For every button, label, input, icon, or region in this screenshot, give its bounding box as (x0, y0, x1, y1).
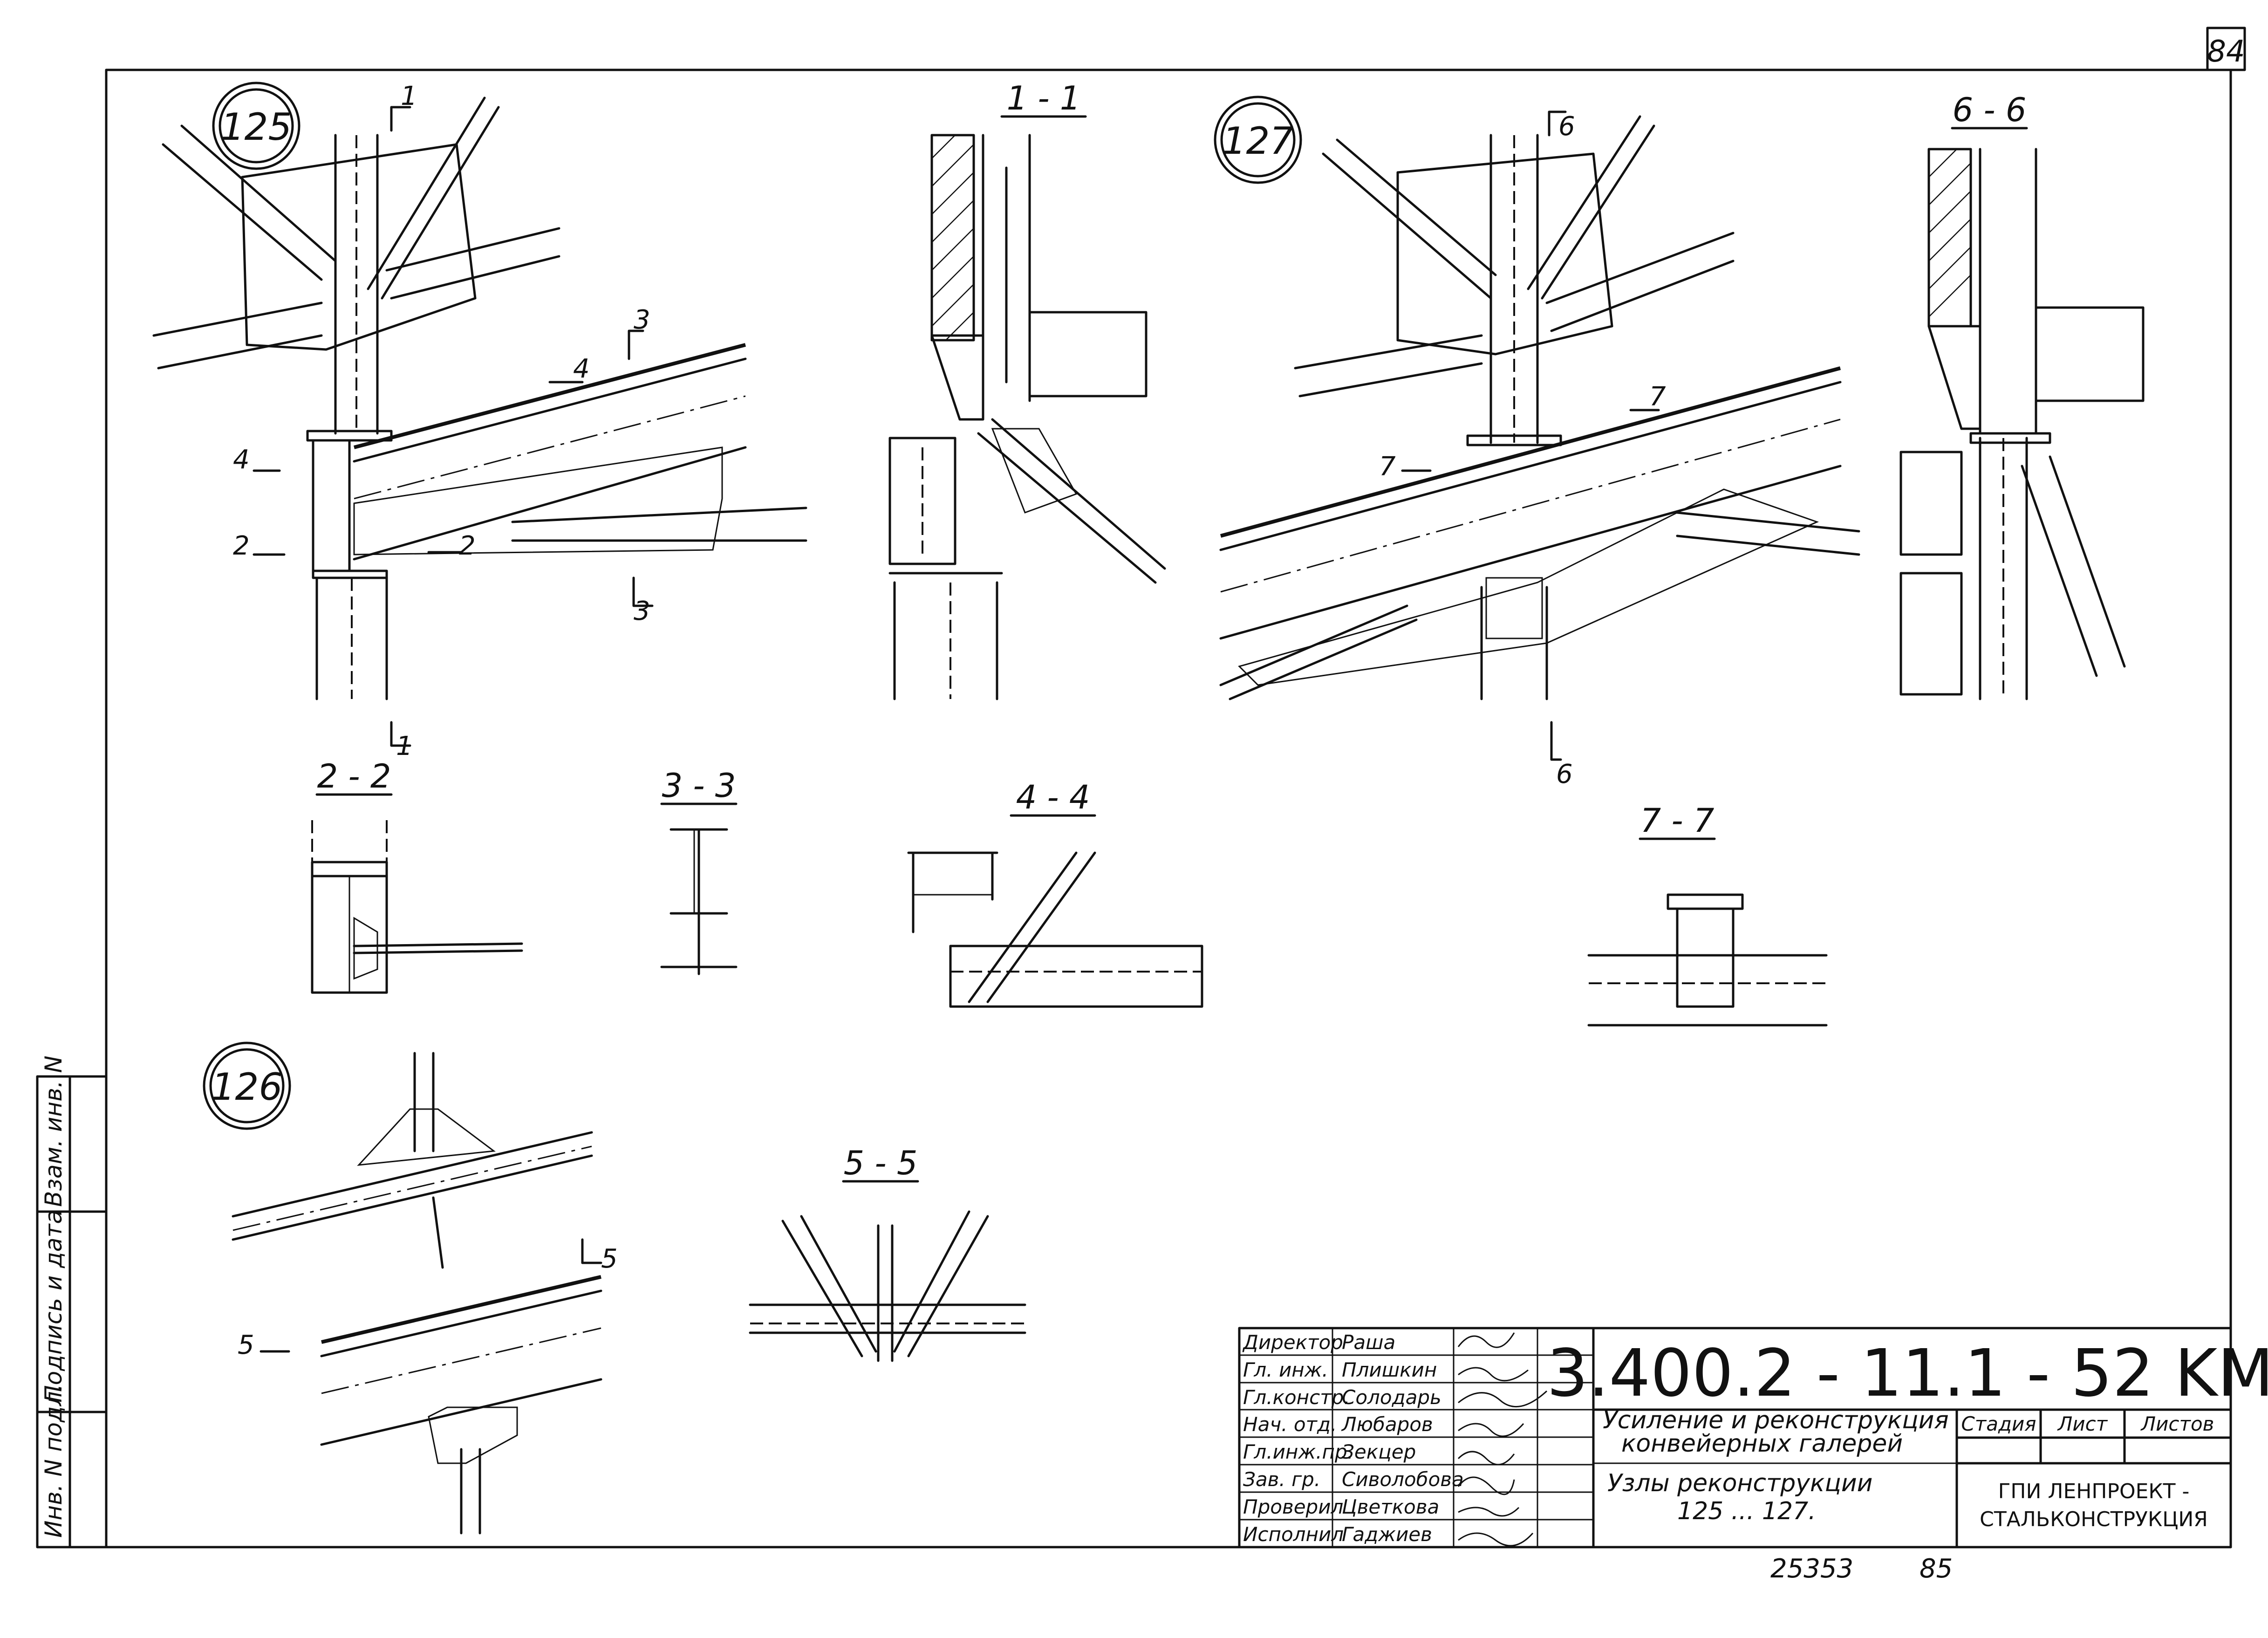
cut-mark-4b: 4 (573, 354, 590, 384)
section-2-2-drawing: 2 - 2 (311, 757, 523, 994)
cut-mark-4a: 4 (233, 445, 250, 475)
cut-mark-5a: 5 (601, 1244, 618, 1274)
cut-mark-2a: 2 (233, 531, 250, 561)
cut-mark-6a: 6 (1558, 111, 1575, 142)
name-1: Раша (1342, 1331, 1395, 1354)
org-line-1: ГПИ ЛЕНПРОЕКТ - (1998, 1480, 2190, 1503)
title-block-roles: Директор Раша Гл. инж. Плишкин Гл.констр… (1242, 1331, 1464, 1546)
section-7-7-title: 7 - 7 (1640, 802, 1715, 840)
node-125-label: 125 (221, 105, 292, 149)
section-3-3-drawing: 3 - 3 (660, 767, 738, 975)
cut-mark-1a: 1 (401, 81, 417, 111)
cut-mark-7a: 7 (1379, 452, 1396, 482)
title-2-line-2: 125 ... 127. (1677, 1497, 1816, 1525)
role-8: Исполнил (1243, 1523, 1344, 1546)
node-126-label: 126 (212, 1065, 283, 1109)
col-stage: Стадия (1961, 1412, 2036, 1435)
stamp-inv-podl: Инв. N подл. (40, 1384, 67, 1538)
role-1: Директор (1242, 1331, 1343, 1354)
signatures (1457, 1332, 1548, 1547)
name-7: Цветкова (1342, 1495, 1439, 1518)
name-4: Любаров (1341, 1413, 1433, 1436)
section-1-1-title: 1 - 1 (1007, 79, 1081, 117)
role-7: Проверил (1243, 1495, 1343, 1518)
node-125-drawing: 125 (152, 81, 807, 761)
role-3: Гл.констр. (1243, 1386, 1350, 1409)
col-sheet: Лист (2057, 1412, 2108, 1435)
section-3-3-title: 3 - 3 (662, 767, 736, 805)
section-6-6-title: 6 - 6 (1953, 91, 2027, 129)
cut-mark-3b: 3 (634, 596, 650, 626)
footer-format: 85 (1920, 1554, 1953, 1584)
title-1-line-1: Усиление и реконструкция (1603, 1406, 1949, 1434)
node-127-label: 127 (1223, 119, 1294, 163)
org-line-2: СТАЛЬКОНСТРУКЦИЯ (1980, 1508, 2208, 1531)
title-block (1238, 1327, 2232, 1549)
sheet-number: 84 (2207, 34, 2245, 69)
margin-stamp: Инв. N подл. Подпись и дата Взам. инв. N (36, 1055, 108, 1549)
footer-inv-number: 25353 (1770, 1554, 1853, 1584)
section-5-5-drawing: 5 - 5 (749, 1144, 1026, 1362)
cut-mark-3a: 3 (634, 305, 650, 335)
section-4-4-title: 4 - 4 (1016, 778, 1090, 816)
col-sheets: Листов (2140, 1412, 2214, 1435)
role-5: Гл.инж.пр. (1243, 1440, 1353, 1463)
section-4-4-drawing: 4 - 4 (907, 778, 1203, 1008)
name-2: Плишкин (1342, 1358, 1437, 1381)
node-126-drawing: 126 5 5 (203, 1042, 618, 1535)
role-6: Зав. гр. (1243, 1468, 1320, 1491)
sheet-frame (105, 69, 2232, 1549)
cut-mark-1b: 1 (396, 731, 413, 761)
stamp-podpis: Подпись и дата (40, 1210, 67, 1403)
section-7-7-drawing: 7 - 7 (1587, 802, 1828, 1027)
cut-mark-2b: 2 (459, 531, 476, 561)
section-5-5-title: 5 - 5 (844, 1144, 918, 1182)
name-5: Зекцер (1342, 1440, 1416, 1463)
document-code: 3.400.2 - 11.1 - 52 KM (1547, 1336, 2268, 1412)
section-1-1-drawing: 1 - 1 (888, 79, 1166, 700)
title-1-line-2: конвейерных галерей (1621, 1430, 1903, 1458)
stamp-vzam: Взам. инв. N (40, 1055, 67, 1207)
section-6-6-drawing: 6 - 6 (1899, 91, 2145, 700)
node-127-drawing: 127 6 6 7 7 (1214, 96, 1860, 789)
name-8: Гаджиев (1342, 1523, 1432, 1546)
name-6: Сиволобова (1342, 1468, 1464, 1491)
sheet-number-box (2206, 27, 2246, 71)
cut-mark-6b: 6 (1556, 759, 1573, 789)
role-2: Гл. инж. (1243, 1358, 1328, 1381)
cut-mark-5b: 5 (238, 1330, 254, 1360)
title-2-line-1: Узлы реконструкции (1607, 1469, 1872, 1497)
name-3: Солодарь (1342, 1386, 1441, 1409)
role-4: Нач. отд. (1243, 1413, 1337, 1436)
cut-mark-7b: 7 (1649, 382, 1666, 412)
section-2-2-title: 2 - 2 (317, 757, 391, 795)
